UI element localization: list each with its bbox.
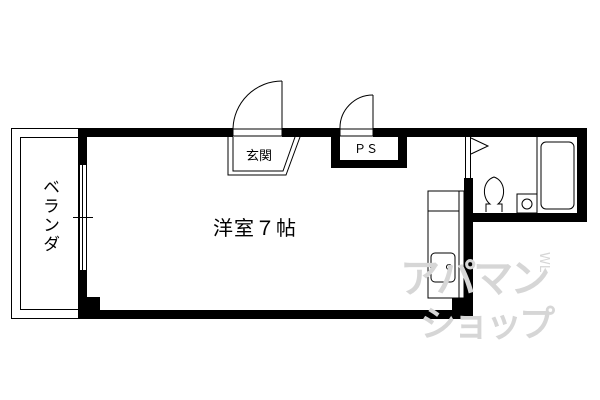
bathtub-icon [536, 137, 575, 213]
ps-door-icon [339, 94, 374, 137]
column-bottom-left [87, 297, 100, 310]
wall-kitchen-right [464, 178, 473, 319]
washbasin-icon [516, 193, 538, 214]
wall-left-upper [78, 128, 87, 165]
genkan-outline [227, 136, 301, 176]
wall-bottom [78, 310, 473, 319]
ps-right [398, 128, 407, 168]
window-center-mark [73, 217, 93, 218]
room-label: 洋室７帖 [213, 216, 297, 240]
bathroom-door-icon [470, 137, 490, 155]
wall-bath-bottom [464, 213, 587, 222]
balcony-inner [20, 137, 80, 310]
balcony-label: ベランダ [39, 178, 59, 254]
watermark-line2: ショップ [420, 304, 555, 345]
column-bottom-right [452, 298, 464, 310]
ps-bottom [331, 160, 407, 168]
wall-top-right [373, 128, 587, 137]
kitchen-counter-icon [427, 190, 465, 299]
wall-top-left [78, 128, 233, 137]
bathroom-door-frame [465, 137, 471, 178]
ps-left [331, 128, 340, 168]
wall-left-lower [78, 270, 87, 319]
watermark-line1: アパマン [400, 256, 550, 302]
ps-label: ＰＳ [354, 142, 379, 156]
watermark-small: WL [536, 252, 551, 273]
toilet-icon [484, 176, 504, 212]
wall-top-mid [282, 128, 340, 137]
wall-right-outer [577, 128, 587, 222]
entrance-door-icon [232, 80, 283, 137]
entrance-label: 玄関 [246, 149, 273, 164]
